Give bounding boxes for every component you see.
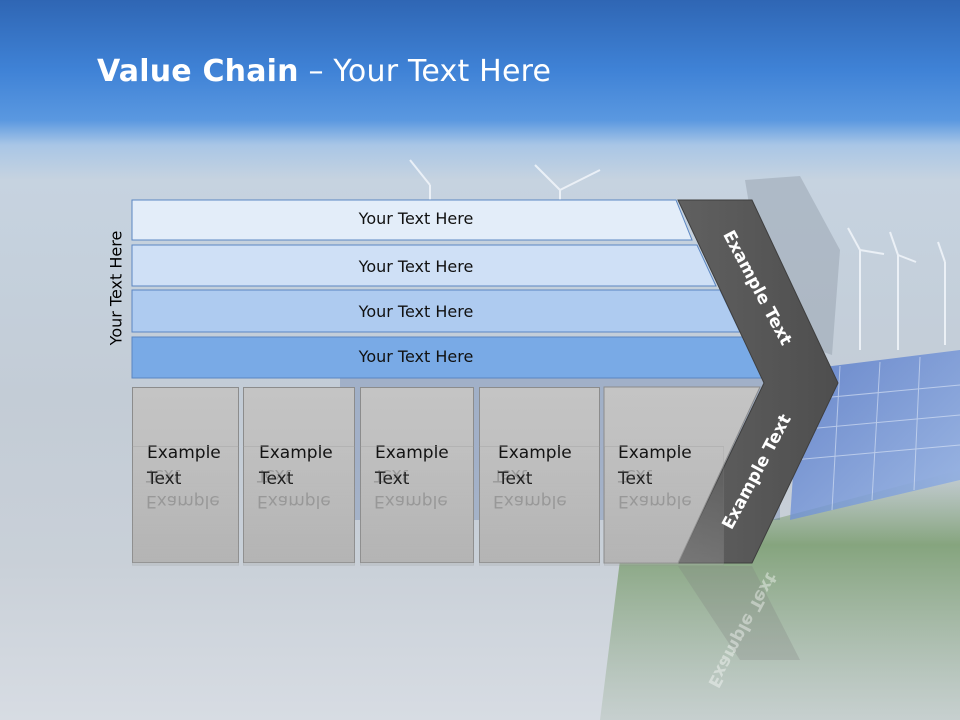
box-1-reflection-line-2: Text	[146, 465, 181, 485]
example-box-1	[132, 387, 239, 563]
row-2-label: Your Text Here	[358, 257, 474, 276]
box-2-reflection-line-2: Text	[257, 465, 292, 485]
box-3-line-1: Example	[375, 440, 449, 466]
box-2-reflection-line-1: Example	[257, 491, 331, 511]
box-3-line-2: Text	[375, 466, 449, 492]
box-5-reflection-line-1: Example	[618, 491, 692, 511]
row-4-label: Your Text Here	[358, 347, 474, 366]
example-box-4	[479, 387, 600, 563]
title-rest: – Your Text Here	[298, 54, 552, 89]
box-5-line-2: Text	[618, 466, 692, 492]
value-chain-row-1	[131, 199, 693, 241]
box-3-reflection-line-1: Example	[374, 491, 448, 511]
box-4-reflection-line-2: Text	[493, 465, 528, 485]
box-1-line-2: Text	[147, 466, 221, 492]
box-4-reflection-line-1: Example	[493, 491, 567, 511]
box-4-line-1: Example	[498, 440, 572, 466]
box-1-reflection: Example Text	[132, 446, 239, 566]
example-box-2	[243, 387, 355, 563]
box-5-reflection-line-2: Text	[618, 465, 653, 485]
chevron-arrow-reflection	[678, 566, 800, 660]
box-5-line-1: Example	[618, 440, 692, 466]
box-4-line-2: Text	[498, 466, 572, 492]
box-3-reflection: Example Text	[360, 446, 474, 566]
value-chain-row-2	[131, 244, 717, 287]
box-5-reflection: Example Text	[604, 446, 724, 566]
box-1-line-1: Example	[147, 440, 221, 466]
box-2-line-1: Example	[259, 440, 333, 466]
box-2-reflection: Example Text	[243, 446, 355, 566]
example-box-3	[360, 387, 474, 563]
box-1-reflection-line-1: Example	[146, 491, 220, 511]
row-1-label: Your Text Here	[358, 209, 474, 228]
box-2-line-2: Text	[259, 466, 333, 492]
row-3-label: Your Text Here	[358, 302, 474, 321]
title-bold: Value Chain	[97, 54, 299, 89]
slide-title: Value Chain – Your Text Here	[97, 54, 551, 89]
box-3-reflection-line-2: Text	[374, 465, 409, 485]
